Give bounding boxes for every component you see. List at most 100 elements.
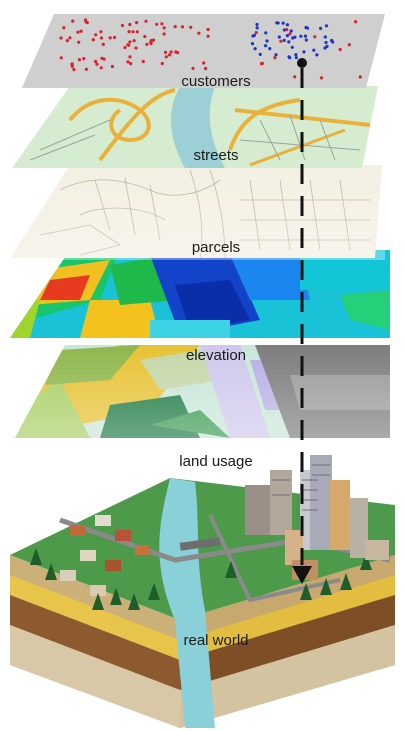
- customer-dot-red: [66, 39, 69, 42]
- arrow-start-dot: [297, 58, 307, 68]
- customer-dot-red: [288, 32, 291, 35]
- customer-dot-blue: [264, 44, 267, 47]
- customer-dot-blue: [312, 49, 315, 52]
- customer-dot-red: [123, 46, 126, 49]
- customer-dot-red: [71, 20, 74, 23]
- customer-dot-red: [128, 30, 131, 33]
- customer-dot-red: [100, 57, 103, 60]
- customer-dot-red: [273, 56, 276, 59]
- customer-dot-red: [189, 26, 192, 29]
- customer-dot-blue: [323, 46, 326, 49]
- customer-dot-red: [142, 60, 145, 63]
- customer-dot-red: [78, 58, 81, 61]
- customer-dot-red: [359, 75, 362, 78]
- customer-dot-red: [261, 62, 264, 65]
- customer-dot-blue: [251, 42, 254, 45]
- customer-dot-blue: [291, 46, 294, 49]
- customer-dot-red: [285, 28, 288, 31]
- customer-dot-blue: [299, 35, 302, 38]
- customer-dot-red: [313, 35, 316, 38]
- customer-dot-blue: [302, 50, 305, 53]
- customer-dot-blue: [282, 22, 285, 25]
- customer-dot-red: [113, 36, 116, 39]
- customer-dot-red: [80, 30, 83, 33]
- customer-dot-red: [164, 51, 167, 54]
- customer-dot-blue: [288, 56, 291, 59]
- customer-dot-blue: [287, 40, 290, 43]
- customer-dot-red: [60, 36, 63, 39]
- layer-label-real-world: real world: [183, 632, 248, 649]
- customer-dot-red: [62, 26, 65, 29]
- customer-dot-red: [207, 35, 210, 38]
- customer-dot-red: [152, 39, 155, 42]
- customer-dot-red: [207, 28, 210, 31]
- customer-dot-red: [204, 67, 207, 70]
- customer-dot-red: [163, 26, 166, 29]
- customer-dot-red: [84, 18, 87, 21]
- customer-dot-red: [161, 62, 164, 65]
- customer-dot-red: [94, 60, 97, 63]
- customer-dot-red: [60, 56, 63, 59]
- customer-dot-blue: [255, 23, 258, 26]
- customer-dot-red: [77, 41, 80, 44]
- customer-dot-blue: [274, 53, 277, 56]
- customer-dot-blue: [286, 23, 289, 26]
- customer-dot-red: [181, 25, 184, 28]
- customer-dot-red: [94, 33, 97, 36]
- customer-dot-blue: [290, 29, 293, 32]
- customer-dot-red: [339, 48, 342, 51]
- customer-dot-blue: [283, 39, 286, 42]
- customer-dot-red: [136, 30, 139, 33]
- customer-dot-red: [191, 67, 194, 70]
- customer-dot-red: [174, 50, 177, 53]
- customer-dot-blue: [295, 56, 298, 59]
- customer-dot-red: [160, 22, 163, 25]
- layer-label-elevation: elevation: [186, 347, 246, 364]
- customer-dot-blue: [319, 27, 322, 30]
- customer-dot-blue: [324, 41, 327, 44]
- customer-dot-red: [82, 57, 85, 60]
- customer-dot-red: [197, 32, 200, 35]
- customer-dot-red: [68, 36, 71, 39]
- parcels-layer: parcels: [10, 165, 385, 260]
- customer-dot-red: [170, 50, 173, 53]
- customer-dot-blue: [264, 31, 267, 34]
- customer-dot-red: [109, 36, 112, 39]
- customer-dot-red: [134, 46, 137, 49]
- customer-dot-blue: [291, 36, 294, 39]
- customer-dot-red: [128, 55, 131, 58]
- customer-dot-blue: [256, 26, 259, 29]
- customer-dot-blue: [306, 27, 309, 30]
- real-world-layer: real world: [10, 455, 395, 728]
- customer-dot-blue: [265, 39, 268, 42]
- customer-dot-red: [143, 35, 146, 38]
- customer-dot-red: [99, 30, 102, 33]
- customer-dot-red: [168, 53, 171, 56]
- customer-dot-blue: [330, 39, 333, 42]
- customer-dot-blue: [315, 53, 318, 56]
- customer-dot-red: [72, 68, 75, 71]
- customer-dot-blue: [278, 35, 281, 38]
- customer-dot-red: [85, 68, 88, 71]
- customer-dot-blue: [254, 47, 257, 50]
- streets-layer: streets: [12, 86, 378, 168]
- customer-dot-red: [279, 40, 282, 43]
- customer-dot-red: [111, 65, 114, 68]
- layer-label-parcels: parcels: [192, 239, 240, 256]
- layer-label-streets: streets: [193, 147, 238, 164]
- customer-dot-red: [293, 75, 296, 78]
- customer-dot-red: [202, 61, 205, 64]
- customer-dot-red: [135, 21, 138, 24]
- customer-dot-red: [100, 66, 103, 69]
- customer-dot-red: [255, 31, 258, 34]
- customer-dot-red: [165, 55, 168, 58]
- customer-dot-red: [155, 23, 158, 26]
- customer-dot-blue: [304, 35, 307, 38]
- customer-dot-red: [150, 42, 153, 45]
- customer-dot-red: [129, 62, 132, 65]
- customer-dot-blue: [305, 38, 308, 41]
- customer-dot-red: [126, 60, 129, 63]
- customers-layer: customers: [22, 14, 385, 90]
- customer-dot-red: [131, 30, 134, 33]
